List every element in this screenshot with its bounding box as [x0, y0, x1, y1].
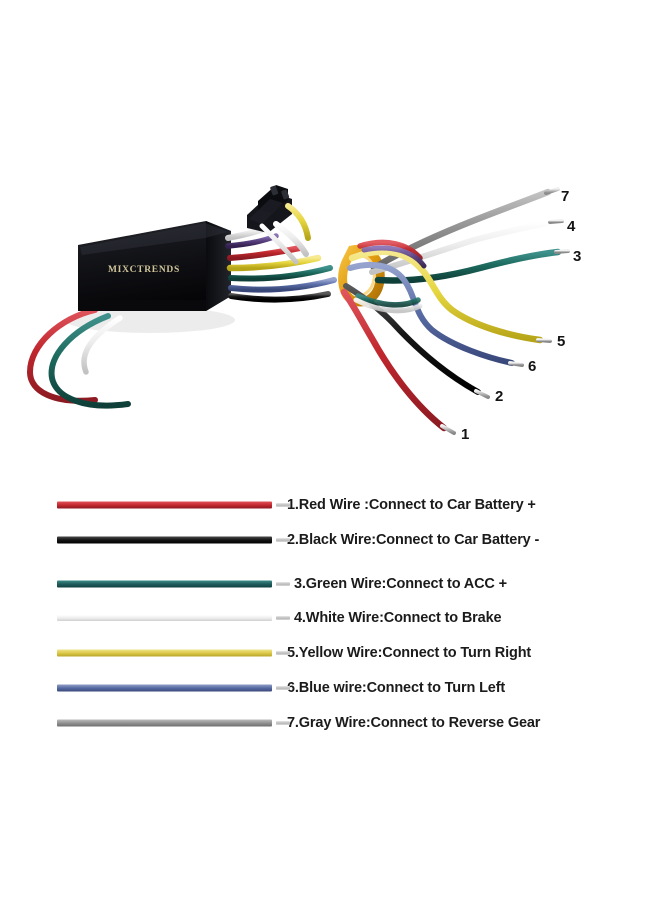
wire-red	[340, 288, 448, 432]
legend-swatch-white	[57, 615, 272, 621]
legend-swatch-black	[57, 536, 272, 544]
wire-yellow	[348, 248, 544, 344]
legend-label-6: 6.Blue wire:Connect to Turn Left	[287, 680, 506, 696]
wire-blue	[347, 261, 515, 366]
legend-swatch-blue-wrap	[57, 673, 290, 703]
legend-swatch-gray-wrap	[57, 708, 290, 738]
legend-swatch-yellow-wrap	[57, 638, 290, 668]
legend-swatch-red-wrap	[57, 490, 290, 520]
legend-row-6: 6.Blue wire:Connect to Turn Left	[0, 671, 660, 705]
stripped-wire-tip	[276, 721, 290, 725]
pin-header-connector	[247, 185, 292, 233]
callout-7: 7	[561, 188, 569, 205]
left-wire-loops	[26, 307, 131, 409]
legend-label-7: 7.Gray Wire:Connect to Reverse Gear	[287, 715, 541, 731]
callout-3: 3	[573, 248, 581, 265]
legend-swatch-yellow	[57, 649, 272, 657]
legend-row-4: 4.White Wire:Connect to Brake	[0, 601, 660, 635]
legend-label-2: 2.Black Wire:Connect to Car Battery -	[287, 532, 540, 548]
legend-row-2: 2.Black Wire:Connect to Car Battery -	[0, 523, 660, 557]
legend-swatch-gray	[57, 719, 272, 727]
legend-swatch-blue	[57, 684, 272, 692]
callout-1: 1	[461, 426, 469, 443]
module-brand-label: MIXCTRENDS	[108, 265, 180, 275]
callout-6: 6	[528, 358, 536, 375]
legend-row-7: 7.Gray Wire:Connect to Reverse Gear	[0, 706, 660, 740]
stripped-wire-tip	[276, 538, 290, 542]
stripped-wire-tip	[276, 582, 290, 586]
stripped-wire-tip	[276, 616, 290, 620]
wire-callout-numbers: 7 4 3 5 6 2 1	[461, 188, 581, 443]
callout-2: 2	[495, 388, 503, 405]
legend-swatch-green	[57, 580, 272, 588]
legend-swatch-red	[57, 501, 272, 509]
wire-legend: 1.Red Wire :Connect to Car Battery + 2.B…	[0, 470, 660, 750]
fanned-wires	[340, 187, 570, 435]
legend-row-1: 1.Red Wire :Connect to Car Battery +	[0, 488, 660, 522]
legend-label-5: 5.Yellow Wire:Connect to Turn Right	[287, 645, 532, 661]
legend-label-3: 3.Green Wire:Connect to ACC +	[294, 576, 507, 592]
stripped-wire-tip	[276, 651, 290, 655]
stripped-wire-tip	[276, 686, 290, 690]
connector-pigtails	[259, 203, 311, 265]
legend-swatch-green-wrap	[57, 569, 290, 599]
legend-swatch-black-wrap	[57, 525, 290, 555]
wire-bundle-entry	[225, 223, 337, 303]
legend-label-4: 4.White Wire:Connect to Brake	[294, 610, 502, 626]
legend-label-1: 1.Red Wire :Connect to Car Battery +	[287, 497, 536, 513]
wire-white	[369, 219, 555, 275]
stripped-wire-tip	[276, 503, 290, 507]
legend-row-5: 5.Yellow Wire:Connect to Turn Right	[0, 636, 660, 670]
callout-5: 5	[557, 333, 565, 350]
legend-swatch-white-wrap	[57, 603, 290, 633]
callout-4: 4	[567, 218, 576, 235]
legend-row-3: 3.Green Wire:Connect to ACC +	[0, 567, 660, 601]
wiring-illustration: MIXCTRENDS	[26, 185, 581, 443]
control-module: MIXCTRENDS	[78, 221, 231, 311]
product-photo: MIXCTRENDS	[26, 185, 581, 443]
